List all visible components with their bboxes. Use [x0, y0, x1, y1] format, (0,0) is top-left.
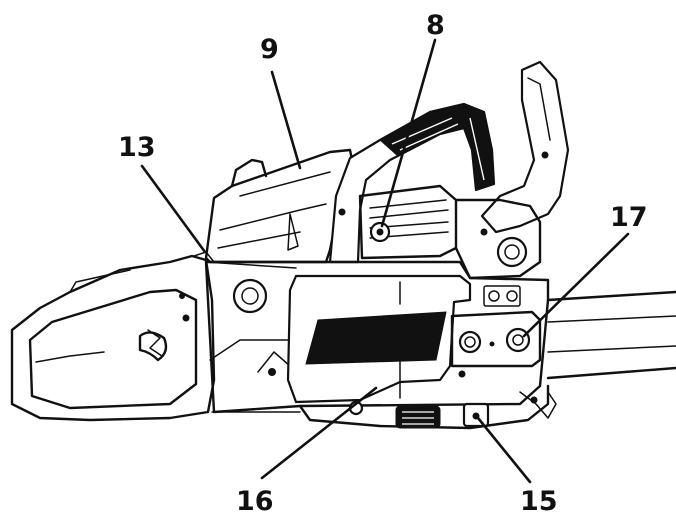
- leader-13: [140, 164, 207, 254]
- callout-8: 8: [426, 10, 445, 41]
- callout-16: 16: [236, 486, 274, 517]
- sprocket-cover: [286, 274, 521, 404]
- chain-brake-hand-guard: [480, 60, 570, 234]
- leader-9: [270, 70, 302, 170]
- guide-bar: [546, 290, 676, 380]
- callout-15: 15: [520, 486, 558, 517]
- leader-8: [380, 38, 437, 228]
- throttle-trigger: [138, 331, 168, 362]
- leader-16: [260, 386, 378, 480]
- callout-17: 17: [610, 202, 648, 233]
- crankcase: [204, 260, 550, 414]
- top-handle: [328, 102, 496, 264]
- rear-handle-housing: [10, 254, 216, 422]
- leader-17: [522, 232, 630, 338]
- leader-15: [476, 416, 532, 484]
- bar-mount-plate: [450, 310, 542, 378]
- callout-9: 9: [260, 34, 279, 65]
- callout-13: 13: [118, 132, 156, 163]
- chain-tensioner: [298, 384, 557, 430]
- cylinder-fins: [338, 184, 542, 280]
